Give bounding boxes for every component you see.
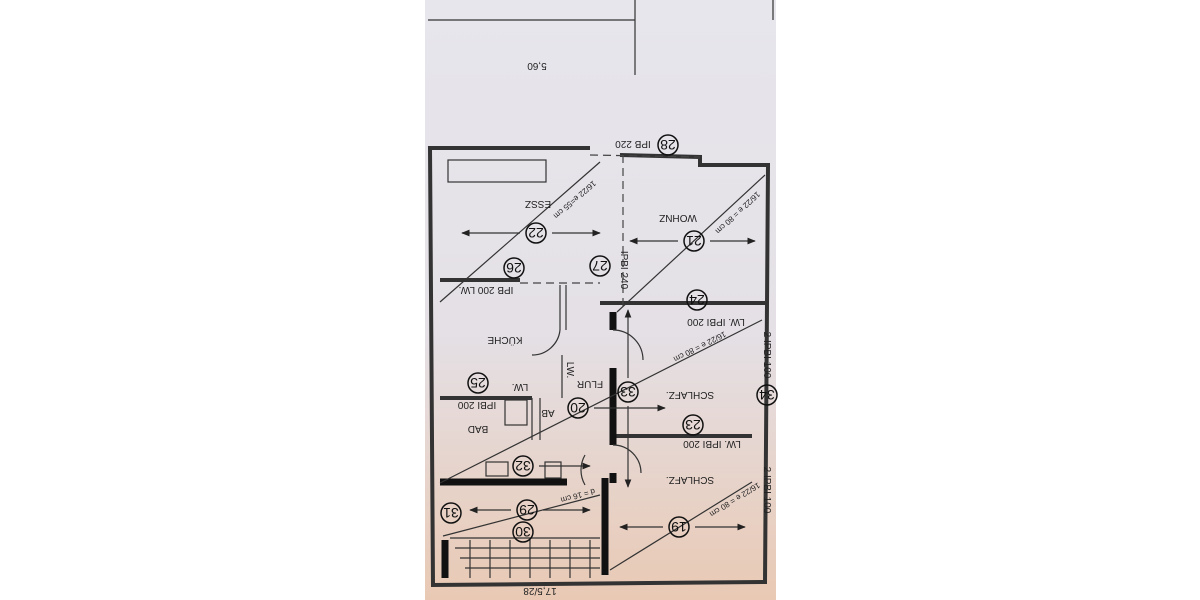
marker-34: 34 [756,384,778,406]
room-essz: ESSZ [525,198,551,209]
marker-30: 30 [512,521,534,543]
room-flur: FLUR [577,378,603,389]
marker-31: 31 [440,502,462,524]
beam-ipbi-200-b: LW. IPBI 200 [683,438,741,449]
beam-ipb-200: IPB 200 LW. [459,284,514,295]
marker-number: 29 [519,502,535,518]
marker-number: 31 [443,505,459,521]
marker-circle [668,516,690,538]
marker-circle [686,289,708,311]
marker-number: 24 [689,292,705,308]
beam-2-ipbi-100-upper: 2 IPBI 100 [761,332,772,379]
marker-number: 26 [506,260,522,276]
marker-number: 21 [686,233,702,249]
marker-circle [440,502,462,524]
marker-circle [756,384,778,406]
dimension-top: 5,60 [527,60,547,71]
room-ab: AB [541,407,555,418]
room-bad: BAD [468,423,489,434]
beam-ipbi-200-bad: IPBI 200 [457,399,496,410]
room-kueche: KÜCHE [487,334,522,346]
marker-circle [525,222,547,244]
dimension-bottom: 17,5/28 [523,585,557,596]
beam-ipb-220: IPB 220 [615,138,651,149]
marker-27: 27 [589,255,611,277]
beam-ipbi-240: IPBI 240 [618,251,629,290]
marker-circle [503,257,525,279]
marker-number: 19 [671,519,687,535]
room-schlafz-upper: SCHLAFZ. [666,389,714,400]
marker-circle [512,521,534,543]
beam-lw-flur: LW. [564,362,575,378]
marker-28: 28 [657,134,679,156]
joist-lines [439,161,766,571]
marker-20: 20 [567,397,589,419]
marker-number: 34 [759,387,775,403]
marker-number: 27 [592,258,608,274]
marker-19: 19 [668,516,690,538]
marker-number: 23 [685,417,701,433]
marker-26: 26 [503,257,525,279]
marker-29: 29 [516,499,538,521]
outer-walls [427,146,771,588]
marker-number: 30 [515,524,531,540]
marker-number: 28 [660,137,676,153]
room-labels: ESSZ WOHNZ KÜCHE FLUR BAD AB SCHLAFZ. SC… [468,198,714,485]
marker-number: 33 [620,384,636,400]
marker-32: 32 [512,455,534,477]
marker-circle [589,255,611,277]
staircase [450,537,600,578]
marker-number: 22 [528,225,544,241]
marker-21: 21 [683,230,705,252]
marker-circle [512,455,534,477]
marker-circle [567,397,589,419]
room-wohnz: WOHNZ [659,212,697,223]
marker-circle [516,499,538,521]
marker-circle [467,372,489,394]
marker-24: 24 [686,289,708,311]
beam-2-ipbi-100-lower: 2 IPBI 100 [761,467,772,514]
marker-circle [683,230,705,252]
marker-33: 33 [617,381,639,403]
marker-circle [657,134,679,156]
marker-22: 22 [525,222,547,244]
position-markers: 28 22 21 26 27 24 25 33 20 23 34 32 29 31 30 19 [440,134,778,543]
beam-labels: IPB 220 IPBI 240 IPB 200 LW. LW. IPBI 20… [457,138,772,514]
beam-ipbi-200-a: LW. IPBI 200 [687,316,745,327]
marker-23: 23 [682,414,704,436]
marker-25: 25 [467,372,489,394]
marker-number: 32 [515,458,531,474]
paper-background [425,0,776,600]
beam-lw-kitchen: LW. [512,381,528,392]
interior-walls [440,155,765,578]
top-dimension: 5,60 [428,0,774,75]
marker-circle [617,381,639,403]
marker-number: 20 [570,400,586,416]
marker-number: 25 [470,375,486,391]
marker-circle [682,414,704,436]
room-schlafz-lower: SCHLAFZ. [666,474,714,485]
